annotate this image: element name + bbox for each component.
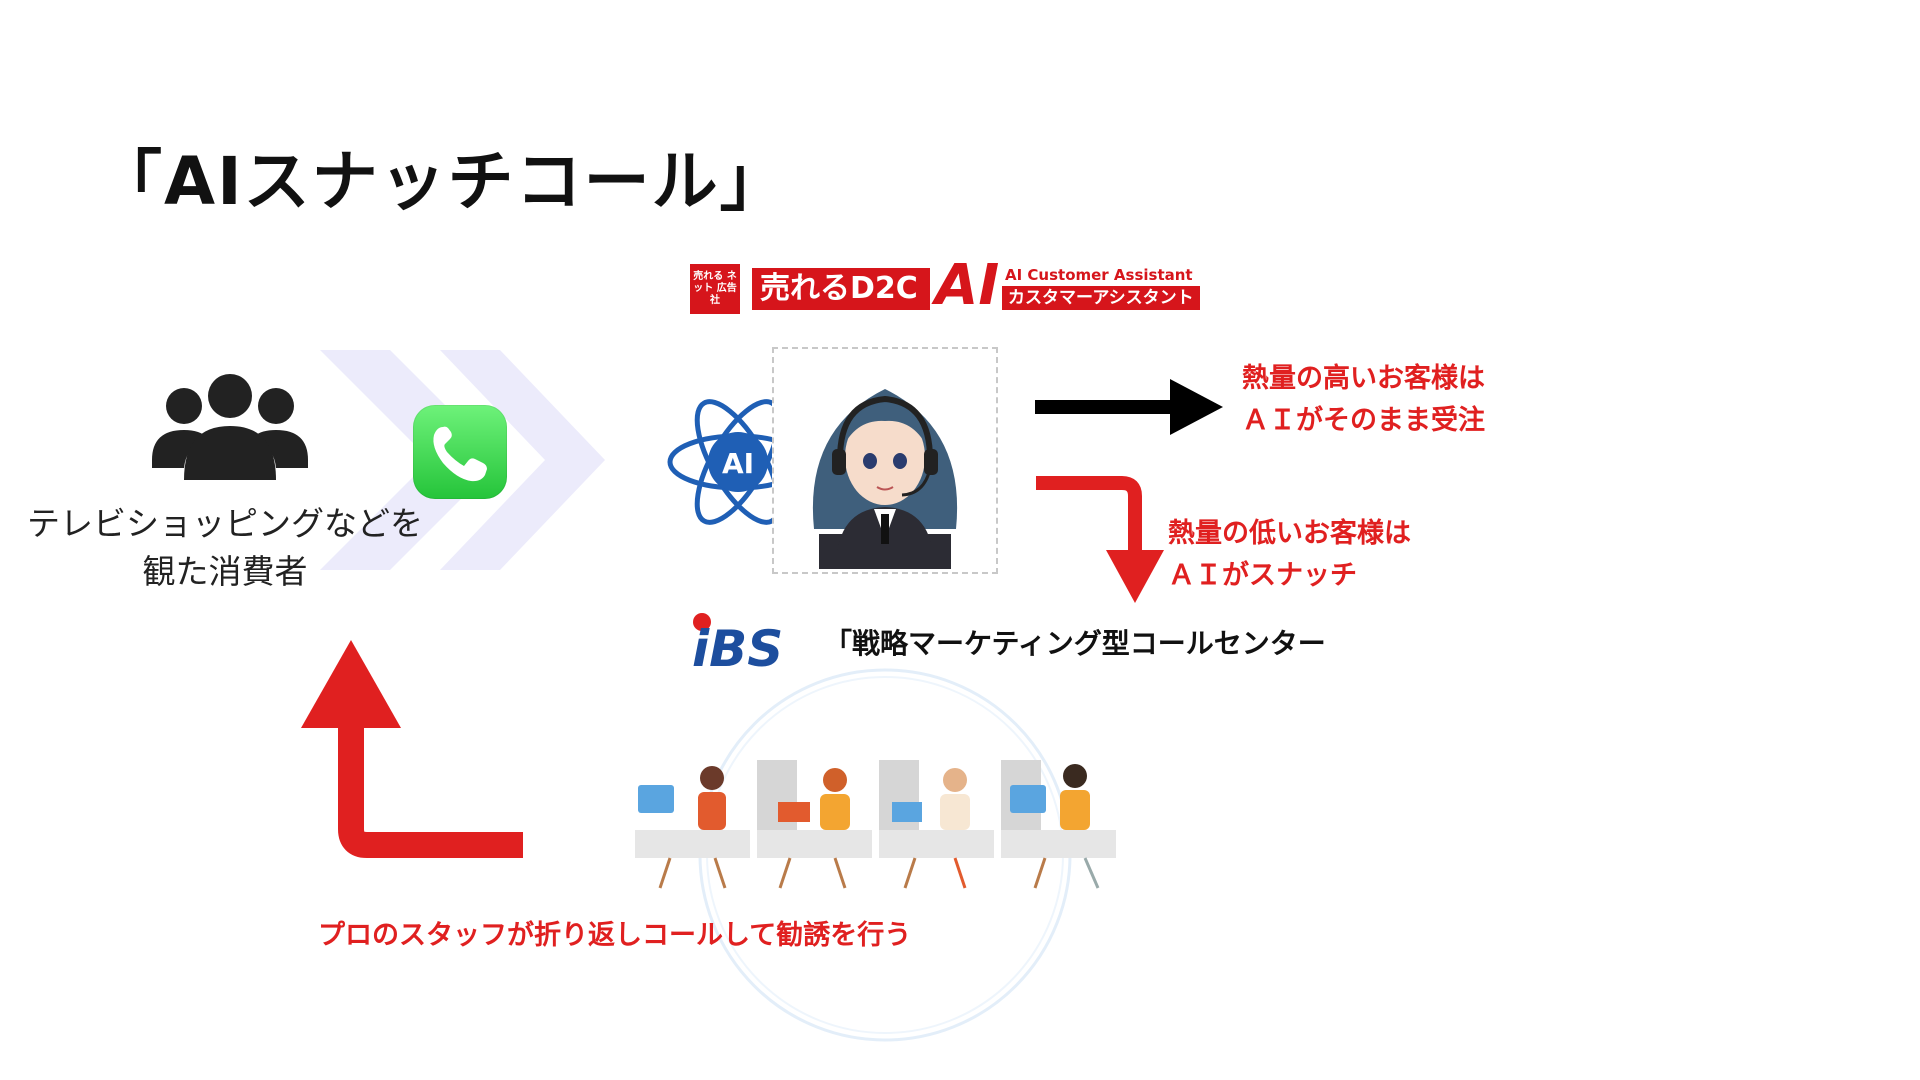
high-heat-line1: 熱量の高いお客様は bbox=[1242, 358, 1485, 400]
low-heat-line2: ＡＩがスナッチ bbox=[1168, 555, 1411, 597]
brand-badge: 売れる ネット 広告社 bbox=[690, 264, 740, 314]
brand-sub-jp: カスタマーアシスタント bbox=[1002, 286, 1200, 310]
consumer-label-line2: 観た消費者 bbox=[10, 548, 440, 596]
brand-main-text: 売れるD2C bbox=[752, 268, 930, 310]
staff-desk-2 bbox=[757, 760, 872, 888]
phone-icon bbox=[413, 405, 507, 499]
staff-desk-3 bbox=[879, 760, 994, 888]
ibs-logo: iBS bbox=[690, 612, 820, 670]
operator-avatar-frame bbox=[772, 347, 998, 574]
staff-desk-1 bbox=[635, 766, 750, 888]
red-arrow-down bbox=[1030, 475, 1170, 605]
brand-ai-text: AI bbox=[935, 258, 999, 314]
low-heat-label: 熱量の低いお客様は ＡＩがスナッチ bbox=[1168, 513, 1411, 597]
page-title: 「AIスナッチコール」 bbox=[96, 128, 788, 224]
phone-handset-icon bbox=[413, 405, 507, 499]
staff-illustration bbox=[630, 740, 1120, 890]
red-arrow-up bbox=[295, 638, 530, 866]
staff-desk-4 bbox=[1001, 760, 1116, 888]
people-group-icon bbox=[150, 372, 310, 482]
consumer-label: テレビショッピングなどを 観た消費者 bbox=[10, 500, 440, 596]
operator-avatar-icon bbox=[774, 349, 996, 572]
ibs-logo-text: iBS bbox=[692, 620, 783, 670]
callcenter-label: 「戦略マーケティング型コールセンター bbox=[824, 622, 1326, 662]
brand-sub-en: AI Customer Assistant bbox=[1005, 266, 1193, 284]
brand-logo: 売れる ネット 広告社 売れるD2C AI AI Customer Assist… bbox=[690, 264, 1190, 314]
high-heat-label: 熱量の高いお客様は ＡＩがそのまま受注 bbox=[1242, 358, 1485, 442]
consumer-label-line1: テレビショッピングなどを bbox=[10, 500, 440, 548]
ai-atom-label: AI bbox=[722, 447, 754, 480]
low-heat-line1: 熱量の低いお客様は bbox=[1168, 513, 1411, 555]
high-heat-line2: ＡＩがそのまま受注 bbox=[1242, 400, 1485, 442]
black-arrow-right bbox=[1035, 377, 1225, 437]
callback-label: プロのスタッフが折り返しコールして勧誘を行う bbox=[318, 915, 911, 957]
